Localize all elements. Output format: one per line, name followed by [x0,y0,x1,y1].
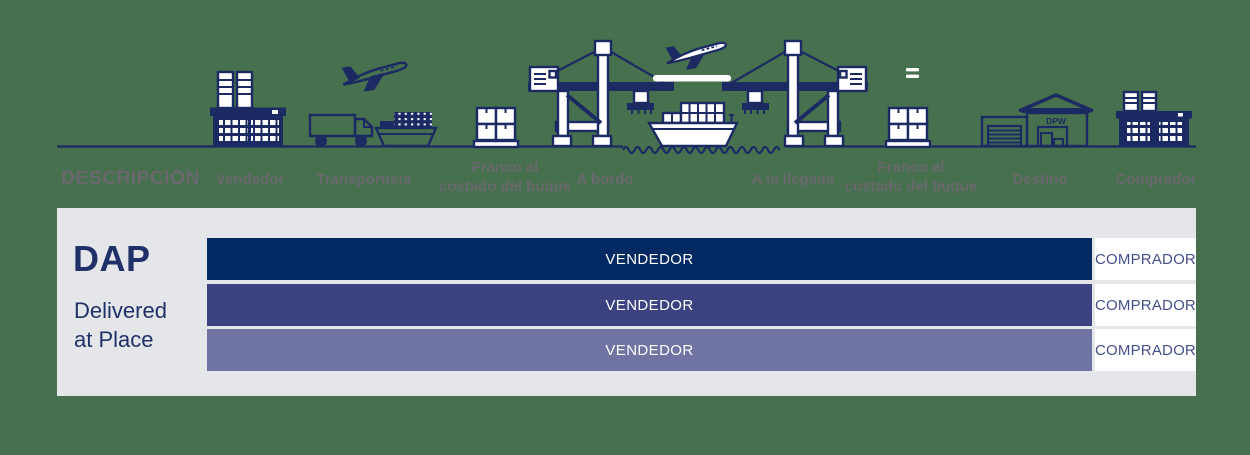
harbor-crane-icon [720,39,870,148]
equals-icon [906,68,919,78]
airplane-icon [341,61,408,92]
truck-icon [308,113,374,147]
stage-label-transportista: Transportista [316,171,412,188]
incoterm-code: DAP [73,238,151,279]
table-row: VENDEDOR COMPRADOR [207,284,1196,326]
warehouse-icon: DPW [980,93,1094,148]
responsibility-panel: DAP Delivered at Place VENDEDOR COMPRADO… [57,208,1196,396]
table-row: VENDEDOR COMPRADOR [207,238,1196,280]
cargo-ship-icon [646,101,739,148]
crates-icon [884,106,932,149]
contrail [653,75,731,82]
table-row: VENDEDOR COMPRADOR [207,329,1196,371]
description-heading: DESCRIPCIÓN [61,167,200,189]
buyer-cell: COMPRADOR [1095,284,1196,326]
stage-label-a-la-llegada: A la llegada [751,171,835,188]
stage-label-comprador: Comprador [1115,171,1197,188]
buyer-cell: COMPRADOR [1095,238,1196,280]
seller-bar: VENDEDOR [207,329,1092,371]
logistics-illustration: DPW [57,39,1196,155]
incoterm-name: Delivered at Place [74,298,167,352]
crates-icon [472,106,520,149]
seller-bar: VENDEDOR [207,238,1092,280]
factory-icon [1116,90,1192,146]
stage-label-franco-costado-2: Franco al costado del buque [844,159,978,195]
stage-label-franco-costado-1: Franco al costado del buque [438,159,572,195]
stage-label-a-bordo: A bordo [576,171,634,188]
water-waves-icon [622,145,781,155]
factory-icon [210,70,286,147]
stage-label-vendedor: Vendedor [215,171,285,188]
warehouse-sign: DPW [1046,116,1067,126]
airplane-icon [665,41,727,70]
stage-label-destino: Destino [1012,171,1068,188]
container-ship-icon [374,112,438,148]
buyer-cell: COMPRADOR [1095,329,1196,371]
seller-bar: VENDEDOR [207,284,1092,326]
